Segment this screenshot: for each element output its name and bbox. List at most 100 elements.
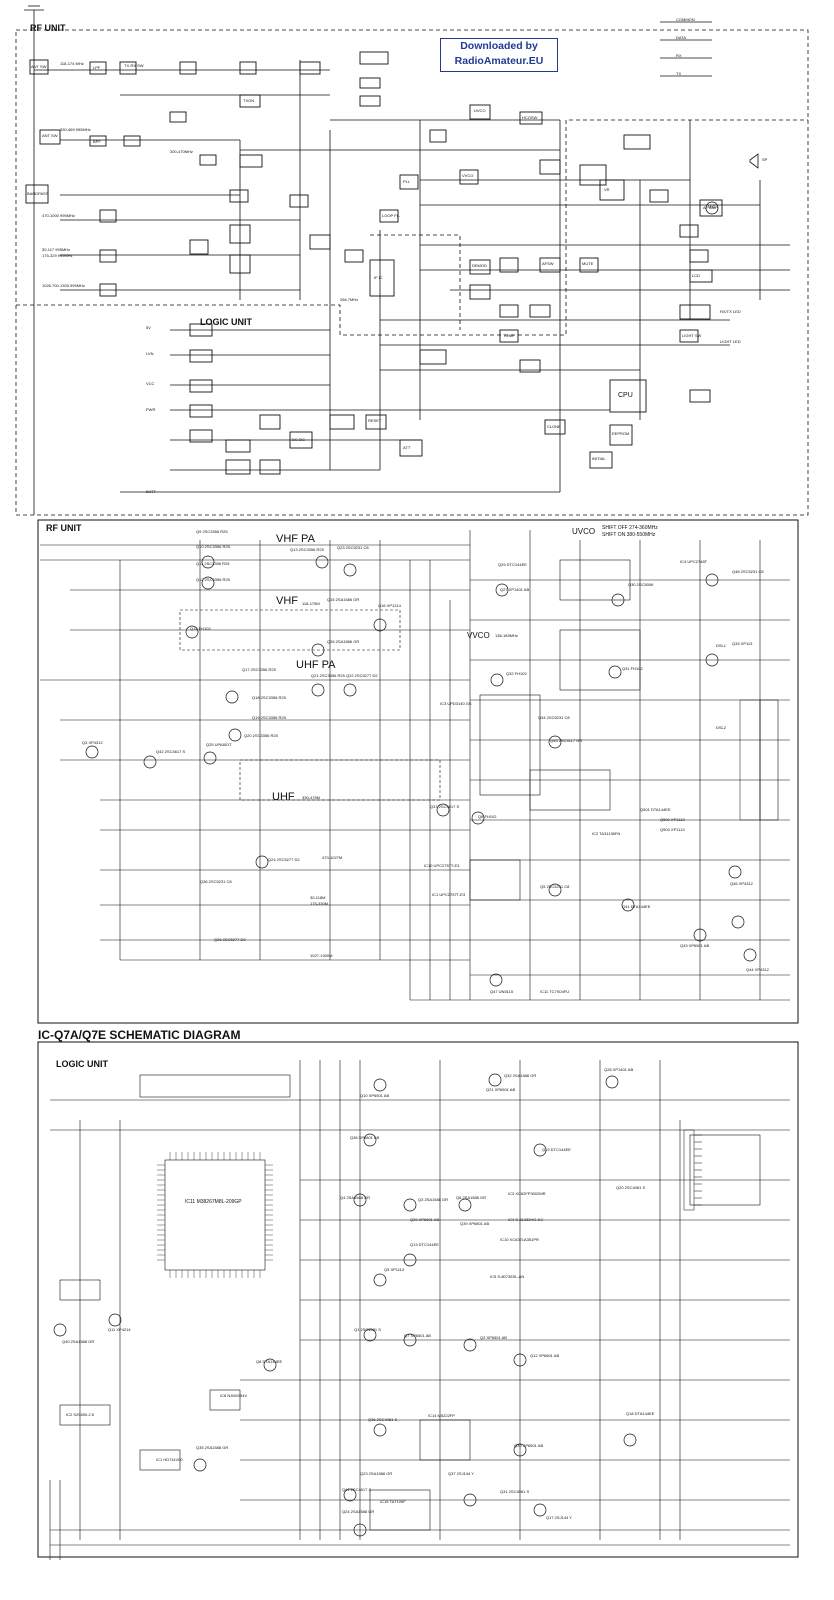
label-1027-1300m: 1027-1300M — [310, 953, 333, 958]
label-vvco: VVCO — [462, 173, 474, 178]
heading-vvco: VVCO — [467, 631, 490, 640]
part-q5-l: Q5 XP1113 — [384, 1267, 405, 1272]
part-q13-l: Q13 DTC144EE — [410, 1242, 439, 1247]
part-q25: Q25 UPA801T — [206, 742, 232, 747]
part-q30-l: Q30 XP6501 AB — [514, 1443, 544, 1448]
part-ic1-l: IC1 HD74LV00 — [156, 1457, 183, 1462]
part-q32: Q32 FH102 — [506, 671, 527, 676]
label-330-469: 330-469 995MHz — [60, 127, 91, 132]
label-lvn: LVN — [146, 351, 154, 356]
part-q11: Q11 2SC3356 R25 — [196, 561, 230, 566]
part-ic11-rf: IC11 TC7S04FU — [540, 989, 570, 994]
part-q21: Q21 2SC3356 R25 — [311, 673, 345, 678]
label-470-1000: 470-1000 995MHz — [42, 213, 75, 218]
label-eeprom: EEPROM — [612, 431, 630, 436]
label-light-led: LIGHT LED — [720, 339, 741, 344]
part-q26b: Q26 2SC5277 D2 — [214, 937, 246, 942]
part-q40-l: Q40 2SA1588 GR — [62, 1339, 95, 1344]
label-266mhz: 266.7MHz — [340, 297, 359, 302]
part-q15: Q15 2SA1586 GR — [327, 597, 360, 602]
part-q31: Q31 FH102 — [622, 666, 643, 671]
part-q43: Q43 XP6501 AB — [680, 943, 710, 948]
uvco-note-off: SHIFT OFF 274-360MHz — [602, 525, 658, 531]
part-q4-l: Q4 2SA1588 GR — [340, 1195, 371, 1200]
logic-unit-frame-title: LOGIC UNIT — [56, 1059, 108, 1069]
part-q12-l: Q12 XP6801 AB — [530, 1353, 560, 1358]
part-q14: Q14 FH102 — [190, 626, 211, 631]
part-q503: Q503 XP1113 — [660, 827, 685, 832]
part-q1-l: Q1 2SC4081 S — [354, 1327, 381, 1332]
legend-rx: RX — [676, 53, 682, 58]
uvco-note-on: SHIFT ON 380-550MHz — [602, 532, 656, 538]
label-470-1027m: 470-1027M — [322, 855, 343, 860]
part-q2-l: Q2 XP6501 AB — [480, 1335, 507, 1340]
part-q8-l: Q8 DTA144EE — [256, 1359, 283, 1364]
part-q501: Q501 DTA144EE — [640, 807, 671, 812]
rf-unit-frame — [37, 519, 799, 1024]
part-q32-l: Q32 2SA1588 GR — [504, 1073, 537, 1078]
part-q39-l: Q39 XP6801 AB — [460, 1221, 490, 1226]
part-ic4: IC4 UPC2748T — [680, 559, 708, 564]
part-ic2: IC2 TA31136FN — [592, 831, 621, 836]
rf-logic-divider — [16, 119, 808, 336]
part-q48: Q48 2SC5231 C8 — [732, 569, 764, 574]
label-5v: 5V — [146, 325, 151, 330]
part-q33: Q33 XP113 — [732, 641, 753, 646]
label-demod: DEMOD — [472, 263, 487, 268]
label-uvco: UVCO — [474, 108, 486, 113]
part-q46: Q46 XP4312 — [730, 881, 753, 886]
label-txon: TXON — [243, 98, 255, 103]
label-1026: 1026.700-1300.995MHz — [42, 283, 85, 288]
part-q31-l: Q31 2SC4081 S — [500, 1489, 530, 1494]
part-ic1: IC1 UPC2757T-E3 — [432, 892, 466, 897]
legend-common: COMMON — [676, 17, 695, 22]
label-afsw: AFSW — [542, 261, 554, 266]
part-q19: Q19 2SC3356 R25 — [252, 715, 286, 720]
label-loop-fil: LOOP FIL — [382, 213, 400, 218]
label-sp: SP — [762, 157, 768, 162]
label-reset: RESET — [368, 418, 382, 423]
part-q42: Q42 2SC4617 S — [156, 749, 186, 754]
watermark-line1: Downloaded by — [460, 40, 538, 52]
block-diagram-rows — [34, 60, 790, 493]
part-q21-l: Q21 XP6501 AB — [486, 1087, 516, 1092]
label-initial: INITIAL — [592, 456, 606, 461]
part-q17-l: Q17 2SJ144 Y — [546, 1515, 572, 1520]
part-q36: Q36 2SC5231 C8 — [200, 879, 232, 884]
heading-vhf-pa: VHF PA — [276, 533, 315, 545]
label-pll: PLL — [403, 179, 411, 184]
part-ic5-l: IC5 S-80735SL-AN — [490, 1274, 525, 1279]
label-dsl1: DSL1 — [716, 643, 727, 648]
part-q502: Q502 XP1113 — [660, 817, 685, 822]
label-dsl2: DSL2 — [716, 725, 727, 730]
part-q10: Q10 2SC3356 R25 — [196, 544, 230, 549]
part-q23-l: Q23 2SA1588 GR — [360, 1471, 393, 1476]
label-30-117: 30-117 995MHz — [42, 247, 71, 252]
part-q19-l: Q19 DTC144EE — [542, 1147, 571, 1152]
heading-uhf-pa: UHF PA — [296, 659, 336, 671]
part-q3: Q3 XP4312 — [82, 740, 103, 745]
label-lcd: LCD — [692, 273, 701, 278]
label-175-330m: 175-330M — [310, 901, 329, 906]
part-q20-l: Q20 2SC4081 S — [616, 1185, 646, 1190]
part-q30: Q30 2SC5006 — [628, 582, 654, 587]
part-q12: Q12 2SC3356 R25 — [196, 577, 230, 582]
legend-tx: TX — [676, 71, 682, 76]
label-clone: CLONE — [547, 424, 561, 429]
label-ant-sw-2: ANT SW — [42, 133, 58, 138]
label-ant-sw: ANT SW — [31, 64, 47, 69]
block-diagram-boxes — [25, 51, 723, 475]
part-q18: Q18 2SC3356 R25 — [252, 695, 286, 700]
download-watermark: Downloaded by RadioAmateur.EU — [440, 38, 558, 72]
label-hcosw: HCOSW — [522, 115, 538, 120]
part-q36-l: Q36 2SC4081 S — [368, 1417, 398, 1422]
label-136-183mhz: 136-183MHz — [495, 633, 518, 638]
label-mute: MUTE — [582, 261, 594, 266]
label-batt: BATT — [146, 489, 156, 494]
part-q24: Q24 2SC5277 D2 — [268, 857, 300, 862]
label-af-amp: AF AMP — [703, 205, 718, 210]
label-vr: VR — [604, 187, 610, 192]
part-ic3: IC3 UPD3140 GS — [440, 701, 472, 706]
part-q20: Q20 2SC3356 R25 — [244, 733, 278, 738]
label-att: ATT — [403, 445, 411, 450]
